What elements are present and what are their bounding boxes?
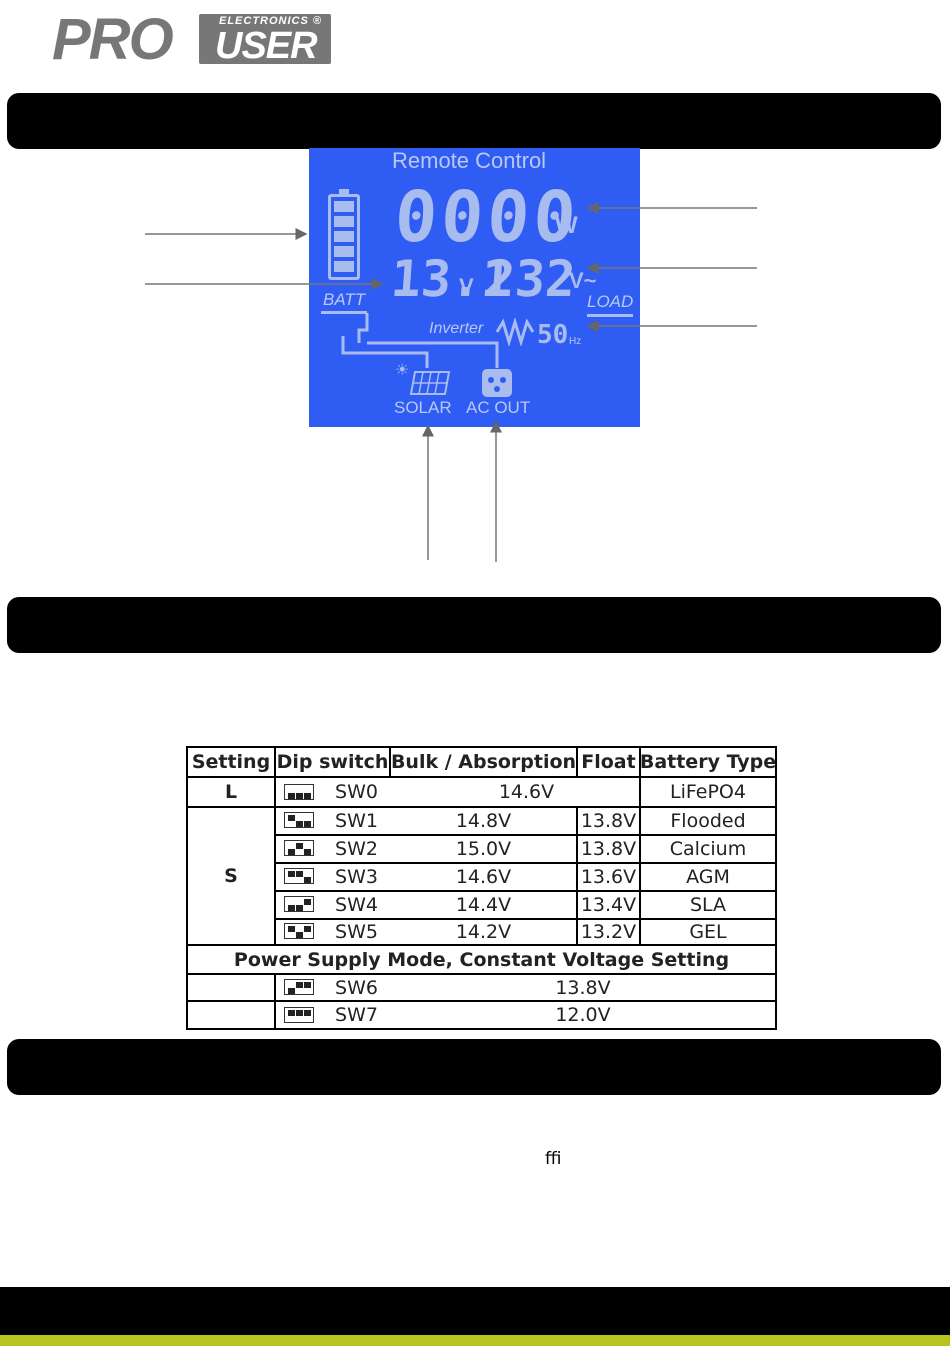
header-dip-switch: Dip switch [276, 751, 389, 773]
logo-user-box [199, 14, 331, 64]
switch-sw6: SW6 [335, 976, 378, 999]
lcd-battery-unit: V [459, 274, 474, 299]
float-sw3: 13.6V [580, 866, 637, 888]
switch-sw7: SW7 [335, 1004, 378, 1026]
logo-pro-text: PRO [52, 7, 174, 72]
sun-icon: ☀ [395, 362, 410, 379]
float-sw4: 13.4V [580, 894, 637, 916]
header-bulk-absorption: Bulk / Absorption [390, 751, 577, 773]
dip-switch-icon [284, 979, 314, 995]
type-sw2: Calcium [669, 838, 747, 860]
type-sw4: SLA [689, 894, 727, 916]
dip-switch-icon [284, 868, 314, 884]
bulk-sw3: 14.6V [455, 866, 512, 888]
callout-arrows [145, 202, 757, 562]
dip-switch-icon [284, 784, 314, 800]
stray-ligature-text: ﬃ [545, 1149, 562, 1169]
lcd-solar-label: SOLAR [394, 398, 452, 417]
lcd-display: Remote Control 0000 W 13.1 V 232 V~ BATT… [309, 148, 640, 427]
float-sw1: 13.8V [580, 810, 637, 832]
brand-logo: PRO ELECTRONICS ® USER [52, 7, 334, 72]
header-battery-type: Battery Type [639, 751, 777, 773]
switch-sw2: SW2 [335, 838, 378, 860]
bulk-sw4: 14.4V [455, 894, 512, 916]
footer-bar [0, 1287, 950, 1335]
lcd-frequency: 50 [537, 320, 569, 350]
dip-switch-icon [284, 840, 314, 856]
float-sw2: 13.8V [580, 838, 637, 860]
lcd-batt-label: BATT [323, 290, 366, 309]
lcd-title: Remote Control [392, 148, 547, 173]
lcd-load-underline [587, 314, 633, 317]
voltage-sw7: 12.0V [555, 1004, 611, 1026]
lcd-load-label: LOAD [587, 292, 634, 311]
logo-user-text: USER [215, 25, 318, 67]
bulk-float-l: 14.6V [498, 781, 555, 803]
header-setting: Setting [191, 751, 271, 773]
type-l: LiFePO4 [670, 781, 746, 803]
ac-socket-icon [482, 369, 512, 397]
lcd-inverter-label: Inverter [429, 320, 484, 337]
float-sw5: 13.2V [580, 921, 637, 943]
logo-electronics-text: ELECTRONICS ® [219, 15, 322, 27]
battery-icon [328, 189, 360, 280]
lcd-batt-underline [321, 311, 367, 314]
dip-switch-icon [284, 812, 314, 828]
lcd-watts-unit: W [555, 212, 578, 239]
setting-s: S [224, 865, 238, 887]
setting-l: L [224, 781, 238, 803]
solar-panel-icon [409, 371, 451, 395]
switch-sw3: SW3 [335, 866, 378, 888]
type-sw1: Flooded [670, 810, 746, 832]
dip-switch-table: Setting Dip switch Bulk / Absorption Flo… [186, 746, 777, 1030]
section-header-bar-3 [7, 1039, 941, 1095]
switch-sw1: SW1 [335, 810, 378, 832]
dip-switch-icon [284, 923, 314, 939]
lcd-flow-lines [341, 313, 499, 368]
switch-sw0: SW0 [335, 781, 378, 803]
lcd-ac-out-label: AC OUT [466, 398, 531, 417]
bulk-sw2: 15.0V [455, 838, 512, 860]
lcd-frequency-unit: Hz [569, 336, 582, 347]
switch-sw4: SW4 [335, 894, 378, 916]
psu-mode-heading: Power Supply Mode, Constant Voltage Sett… [233, 948, 730, 971]
section-header-bar-2 [7, 597, 941, 653]
voltage-sw6: 13.8V [555, 976, 611, 999]
header-float: Float [581, 751, 636, 773]
sine-wave-icon [495, 318, 535, 346]
footer-stripe [0, 1335, 950, 1346]
dip-switch-icon [284, 896, 314, 912]
type-sw5: GEL [689, 921, 727, 943]
switch-sw5: SW5 [335, 921, 378, 943]
bulk-sw5: 14.2V [455, 921, 512, 943]
dip-switch-icon [284, 1007, 314, 1023]
bulk-sw1: 14.8V [455, 810, 512, 832]
section-header-bar-1 [7, 93, 941, 149]
type-sw3: AGM [686, 866, 730, 888]
